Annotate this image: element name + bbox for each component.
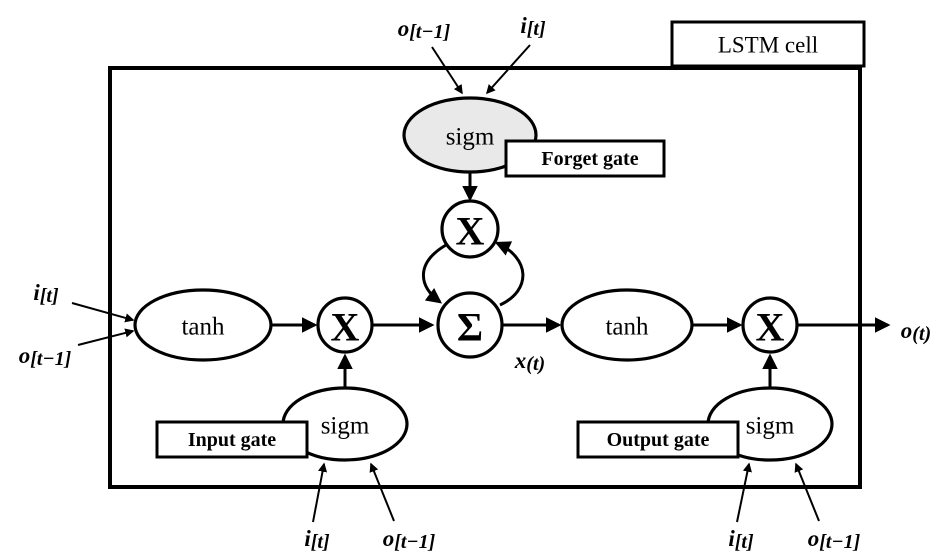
- left-lower-input-arrow: [77, 328, 135, 346]
- input-gate-right-arrow: [369, 462, 395, 522]
- lstm-cell-title-box: LSTM cell: [670, 20, 866, 68]
- input-gate-left-arrow: [312, 462, 328, 523]
- input-gate-label-box: Input gate: [155, 420, 309, 459]
- sum-label: Σ: [457, 305, 483, 350]
- output-gate-right-signal: o[t−1]: [794, 462, 861, 554]
- input-gate-node: sigm: [281, 386, 409, 462]
- forget-gate-node-label: sigm: [446, 124, 495, 151]
- forget-gate-label-box: Forget gate: [504, 139, 666, 178]
- forget-gate-label: Forget gate: [541, 148, 638, 170]
- input-gate-label: Input gate: [188, 429, 276, 451]
- mult-input-label: X: [331, 305, 360, 350]
- input-gate-node-label: sigm: [321, 413, 370, 440]
- top-left-input-signal: o[t−1]: [398, 16, 463, 95]
- forget-gate-node: sigm: [402, 96, 538, 174]
- mult-output-node: X: [741, 296, 799, 354]
- tanh-left-label: tanh: [181, 314, 225, 341]
- output-gate-label-box: Output gate: [576, 420, 740, 459]
- mult-top-circle: [440, 199, 500, 259]
- lstm-cell-title-label: LSTM cell: [718, 33, 818, 58]
- mult-top-label: X: [456, 209, 485, 254]
- tanh-left-node: tanh: [133, 288, 273, 362]
- input-gate-right-signal: o[t−1]: [369, 462, 436, 554]
- left-upper-input-signal: i[t]: [33, 280, 135, 323]
- mult-to-sum-loop-arrow: [422, 243, 447, 304]
- input-gate-left-signal: i[t]: [304, 462, 330, 554]
- output-gate-left-arrow: [736, 462, 752, 523]
- tanh-right-node: tanh: [560, 288, 694, 362]
- output-gate-label: Output gate: [607, 429, 710, 451]
- output-gate-left-label: i[t]: [728, 526, 754, 554]
- mult-input-node: X: [316, 296, 374, 354]
- sum-node: Σ: [436, 291, 504, 359]
- cell-output-label: o(t): [901, 318, 931, 346]
- lstm-cell-border: [108, 66, 862, 489]
- top-right-input-arrow: [486, 44, 531, 95]
- top-right-input-label: i[t]: [520, 13, 546, 41]
- output-gate-left-signal: i[t]: [728, 462, 754, 554]
- left-upper-input-label: i[t]: [33, 280, 59, 308]
- sum-to-mult-loop-arrow: [494, 241, 525, 307]
- output-gate-node-label: sigm: [746, 413, 795, 440]
- mult-output-label: X: [756, 305, 785, 350]
- top-right-input-signal: i[t]: [486, 13, 546, 95]
- output-gate-right-label: o[t−1]: [808, 526, 861, 554]
- output-gate-right-arrow: [794, 462, 820, 522]
- left-upper-input-arrow: [71, 302, 135, 323]
- left-lower-input-label: o[t−1]: [19, 343, 72, 371]
- top-left-input-arrow: [431, 46, 463, 95]
- input-gate-left-label: i[t]: [304, 526, 330, 554]
- left-lower-input-signal: o[t−1]: [19, 328, 135, 371]
- mult-top-node: X: [440, 199, 500, 259]
- top-left-input-label: o[t−1]: [398, 16, 451, 44]
- tanh-right-label: tanh: [605, 314, 649, 341]
- cell-state-label: x(t): [514, 348, 545, 376]
- input-gate-right-label: o[t−1]: [383, 526, 436, 554]
